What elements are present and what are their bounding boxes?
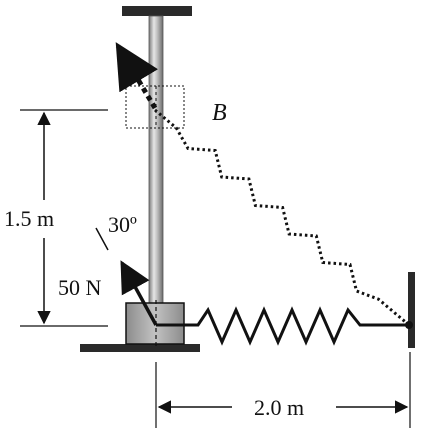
right-wall [408, 272, 415, 348]
top-support-plate [122, 6, 192, 16]
dotted-force-arrow [115, 42, 159, 110]
vertical-rod [148, 15, 164, 329]
height-label: 1.5 m [4, 206, 54, 231]
horizontal-spring [156, 306, 409, 346]
diagonal-spring-dotted [154, 108, 410, 327]
force-arrow-50n [120, 260, 158, 326]
ground-base [80, 344, 200, 352]
point-b-label: B [212, 100, 227, 126]
span-label: 2.0 m [254, 395, 304, 420]
angle-label: 30º [108, 212, 137, 237]
force-label: 50 N [58, 275, 102, 300]
angle-reference-line [95, 227, 109, 251]
